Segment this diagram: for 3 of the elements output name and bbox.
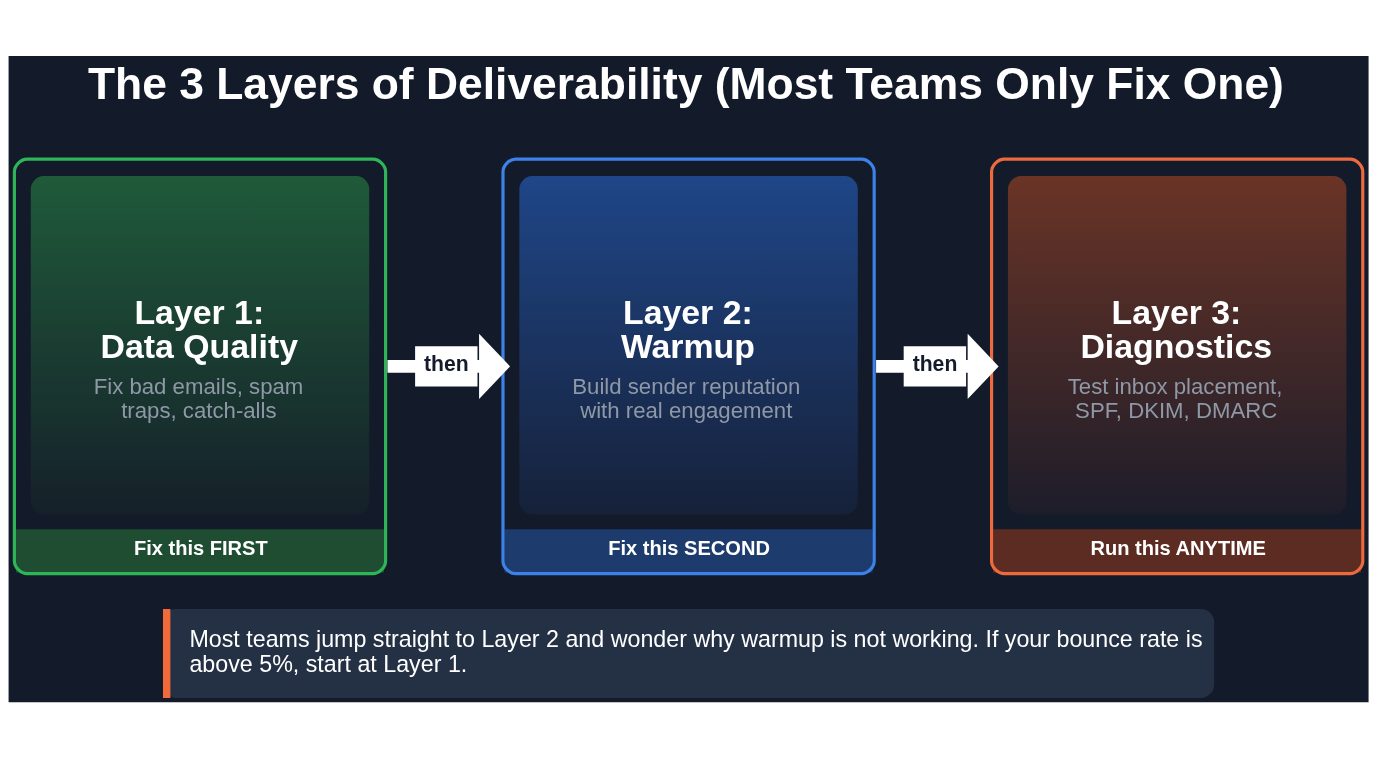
diagram-title: The 3 Layers of Deliverability (Most Teams Only Fix One): [87, 58, 1284, 108]
edge-label: then: [912, 351, 958, 375]
edge-label: then: [424, 351, 469, 375]
